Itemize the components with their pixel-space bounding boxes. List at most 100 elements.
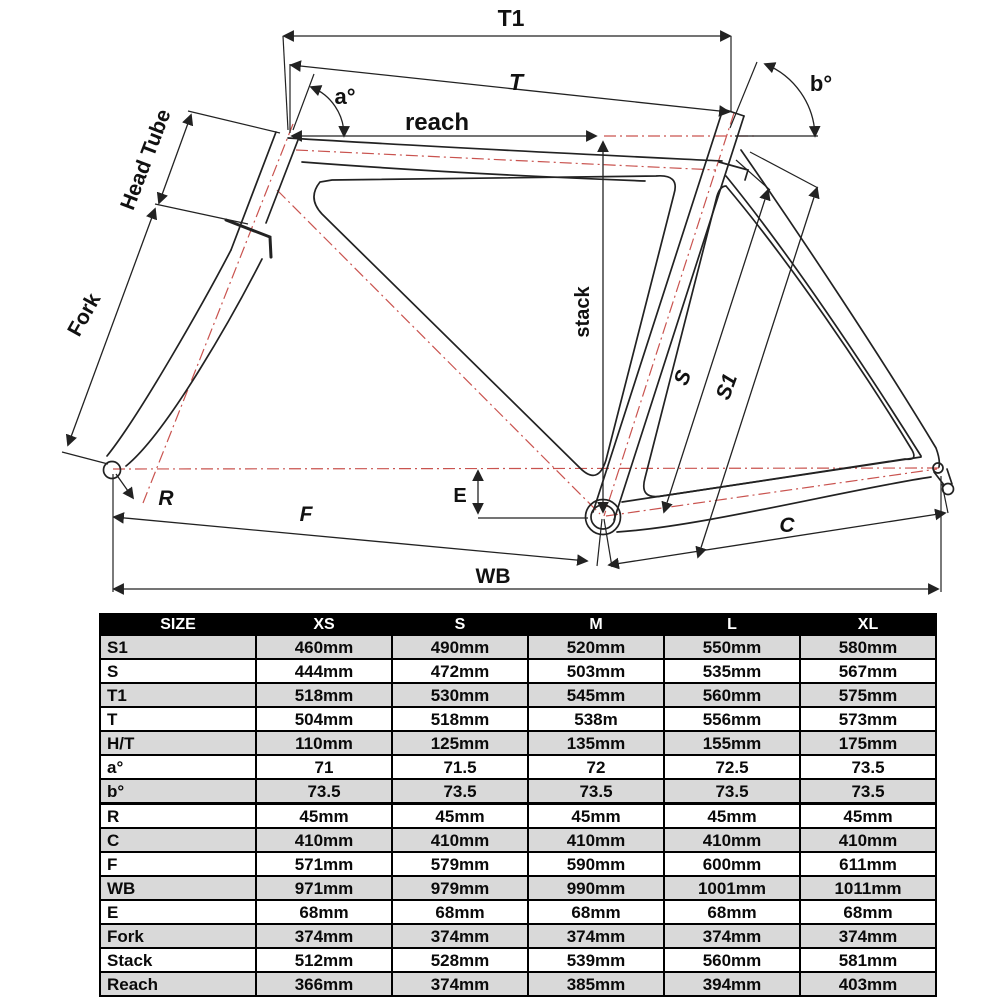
table-cell: 68mm — [799, 899, 937, 925]
table-cell: 366mm — [255, 971, 393, 997]
row-label: H/T — [99, 730, 257, 756]
arc-b-angle — [763, 62, 821, 138]
table-cell: 581mm — [799, 947, 937, 973]
label-t1: T1 — [498, 5, 525, 31]
chain-stay-lower-edge — [616, 476, 932, 533]
row-label: S1 — [99, 634, 257, 660]
top-tube-centerline — [295, 149, 717, 171]
dim-s — [661, 188, 771, 514]
table-cell: 518mm — [255, 682, 393, 708]
dim-fork — [65, 207, 158, 447]
frame-outline — [102, 108, 955, 536]
row-label: WB — [99, 875, 257, 901]
row-label: T — [99, 706, 257, 732]
table-cell: 539mm — [527, 947, 665, 973]
table-cell: 579mm — [391, 851, 529, 877]
dropout-links — [933, 468, 953, 486]
front-axle — [102, 460, 122, 480]
row-label: F — [99, 851, 257, 877]
table-cell: 573mm — [799, 706, 937, 732]
row-label: E — [99, 899, 257, 925]
table-cell: 374mm — [527, 923, 665, 949]
header-xl: XL — [799, 613, 937, 636]
table-cell: 45mm — [663, 802, 801, 829]
seat-clamp-notch — [718, 161, 750, 181]
down-tube-centerline — [276, 189, 601, 515]
table-cell: 410mm — [663, 827, 801, 853]
table-cell: 45mm — [391, 802, 529, 829]
axle-centerline — [112, 467, 940, 470]
label-head-tube: Head Tube — [116, 106, 175, 213]
table-cell: 979mm — [391, 875, 529, 901]
table-cell: 45mm — [255, 802, 393, 829]
table-cell: 567mm — [799, 658, 937, 684]
table-cell: 550mm — [663, 634, 801, 660]
table-cell: 990mm — [527, 875, 665, 901]
table-cell: 538m — [527, 706, 665, 732]
table-cell: 68mm — [255, 899, 393, 925]
table-cell: 72 — [527, 754, 665, 780]
label-wb: WB — [476, 565, 511, 588]
seat-stay-upper-edge — [740, 149, 941, 468]
label-f: F — [300, 503, 314, 526]
header-s: S — [391, 613, 529, 636]
table-cell: 73.5 — [255, 778, 393, 805]
table-cell: 535mm — [663, 658, 801, 684]
head-tube-front-edge — [230, 131, 277, 251]
fork-rear-edge — [125, 258, 263, 467]
table-cell: 403mm — [799, 971, 937, 997]
table-cell: 410mm — [255, 827, 393, 853]
table-cell: 135mm — [527, 730, 665, 756]
main-triangle-inner-contour — [313, 174, 676, 477]
frame-geometry-diagram: T1 T a° b° reach Head Tube Fork stack S … — [61, 5, 955, 595]
table-cell: 528mm — [391, 947, 529, 973]
table-cell: 175mm — [799, 730, 937, 756]
table-cell: 460mm — [255, 634, 393, 660]
table-cell: 580mm — [799, 634, 937, 660]
table-cell: 556mm — [663, 706, 801, 732]
top-tube-upper-edge — [287, 137, 723, 162]
table-cell: 45mm — [799, 802, 937, 829]
table-cell: 374mm — [255, 923, 393, 949]
table-cell: 560mm — [663, 947, 801, 973]
label-stack: stack — [572, 286, 594, 338]
header-xs: XS — [255, 613, 393, 636]
table-cell: 518mm — [391, 706, 529, 732]
table-cell: 560mm — [663, 682, 801, 708]
label-a-angle: a° — [334, 84, 355, 109]
table-cell: 545mm — [527, 682, 665, 708]
header-l: L — [663, 613, 801, 636]
table-cell: 71 — [255, 754, 393, 780]
table-cell: 68mm — [391, 899, 529, 925]
table-cell: 68mm — [663, 899, 801, 925]
row-label: Reach — [99, 971, 257, 997]
dim-t — [289, 60, 731, 117]
row-label: T1 — [99, 682, 257, 708]
chainstay-centerline — [605, 468, 938, 517]
label-e: E — [453, 485, 466, 507]
table-cell: 410mm — [799, 827, 937, 853]
header-m: M — [527, 613, 665, 636]
centerlines — [112, 112, 940, 517]
table-cell: 410mm — [391, 827, 529, 853]
seat-tube-front-edge — [592, 108, 724, 513]
label-s: S — [670, 367, 696, 388]
table-cell: 374mm — [663, 923, 801, 949]
label-r: R — [158, 487, 174, 510]
table-cell: 490mm — [391, 634, 529, 660]
table-cell: 68mm — [527, 899, 665, 925]
row-label: R — [99, 802, 257, 829]
row-label: Stack — [99, 947, 257, 973]
